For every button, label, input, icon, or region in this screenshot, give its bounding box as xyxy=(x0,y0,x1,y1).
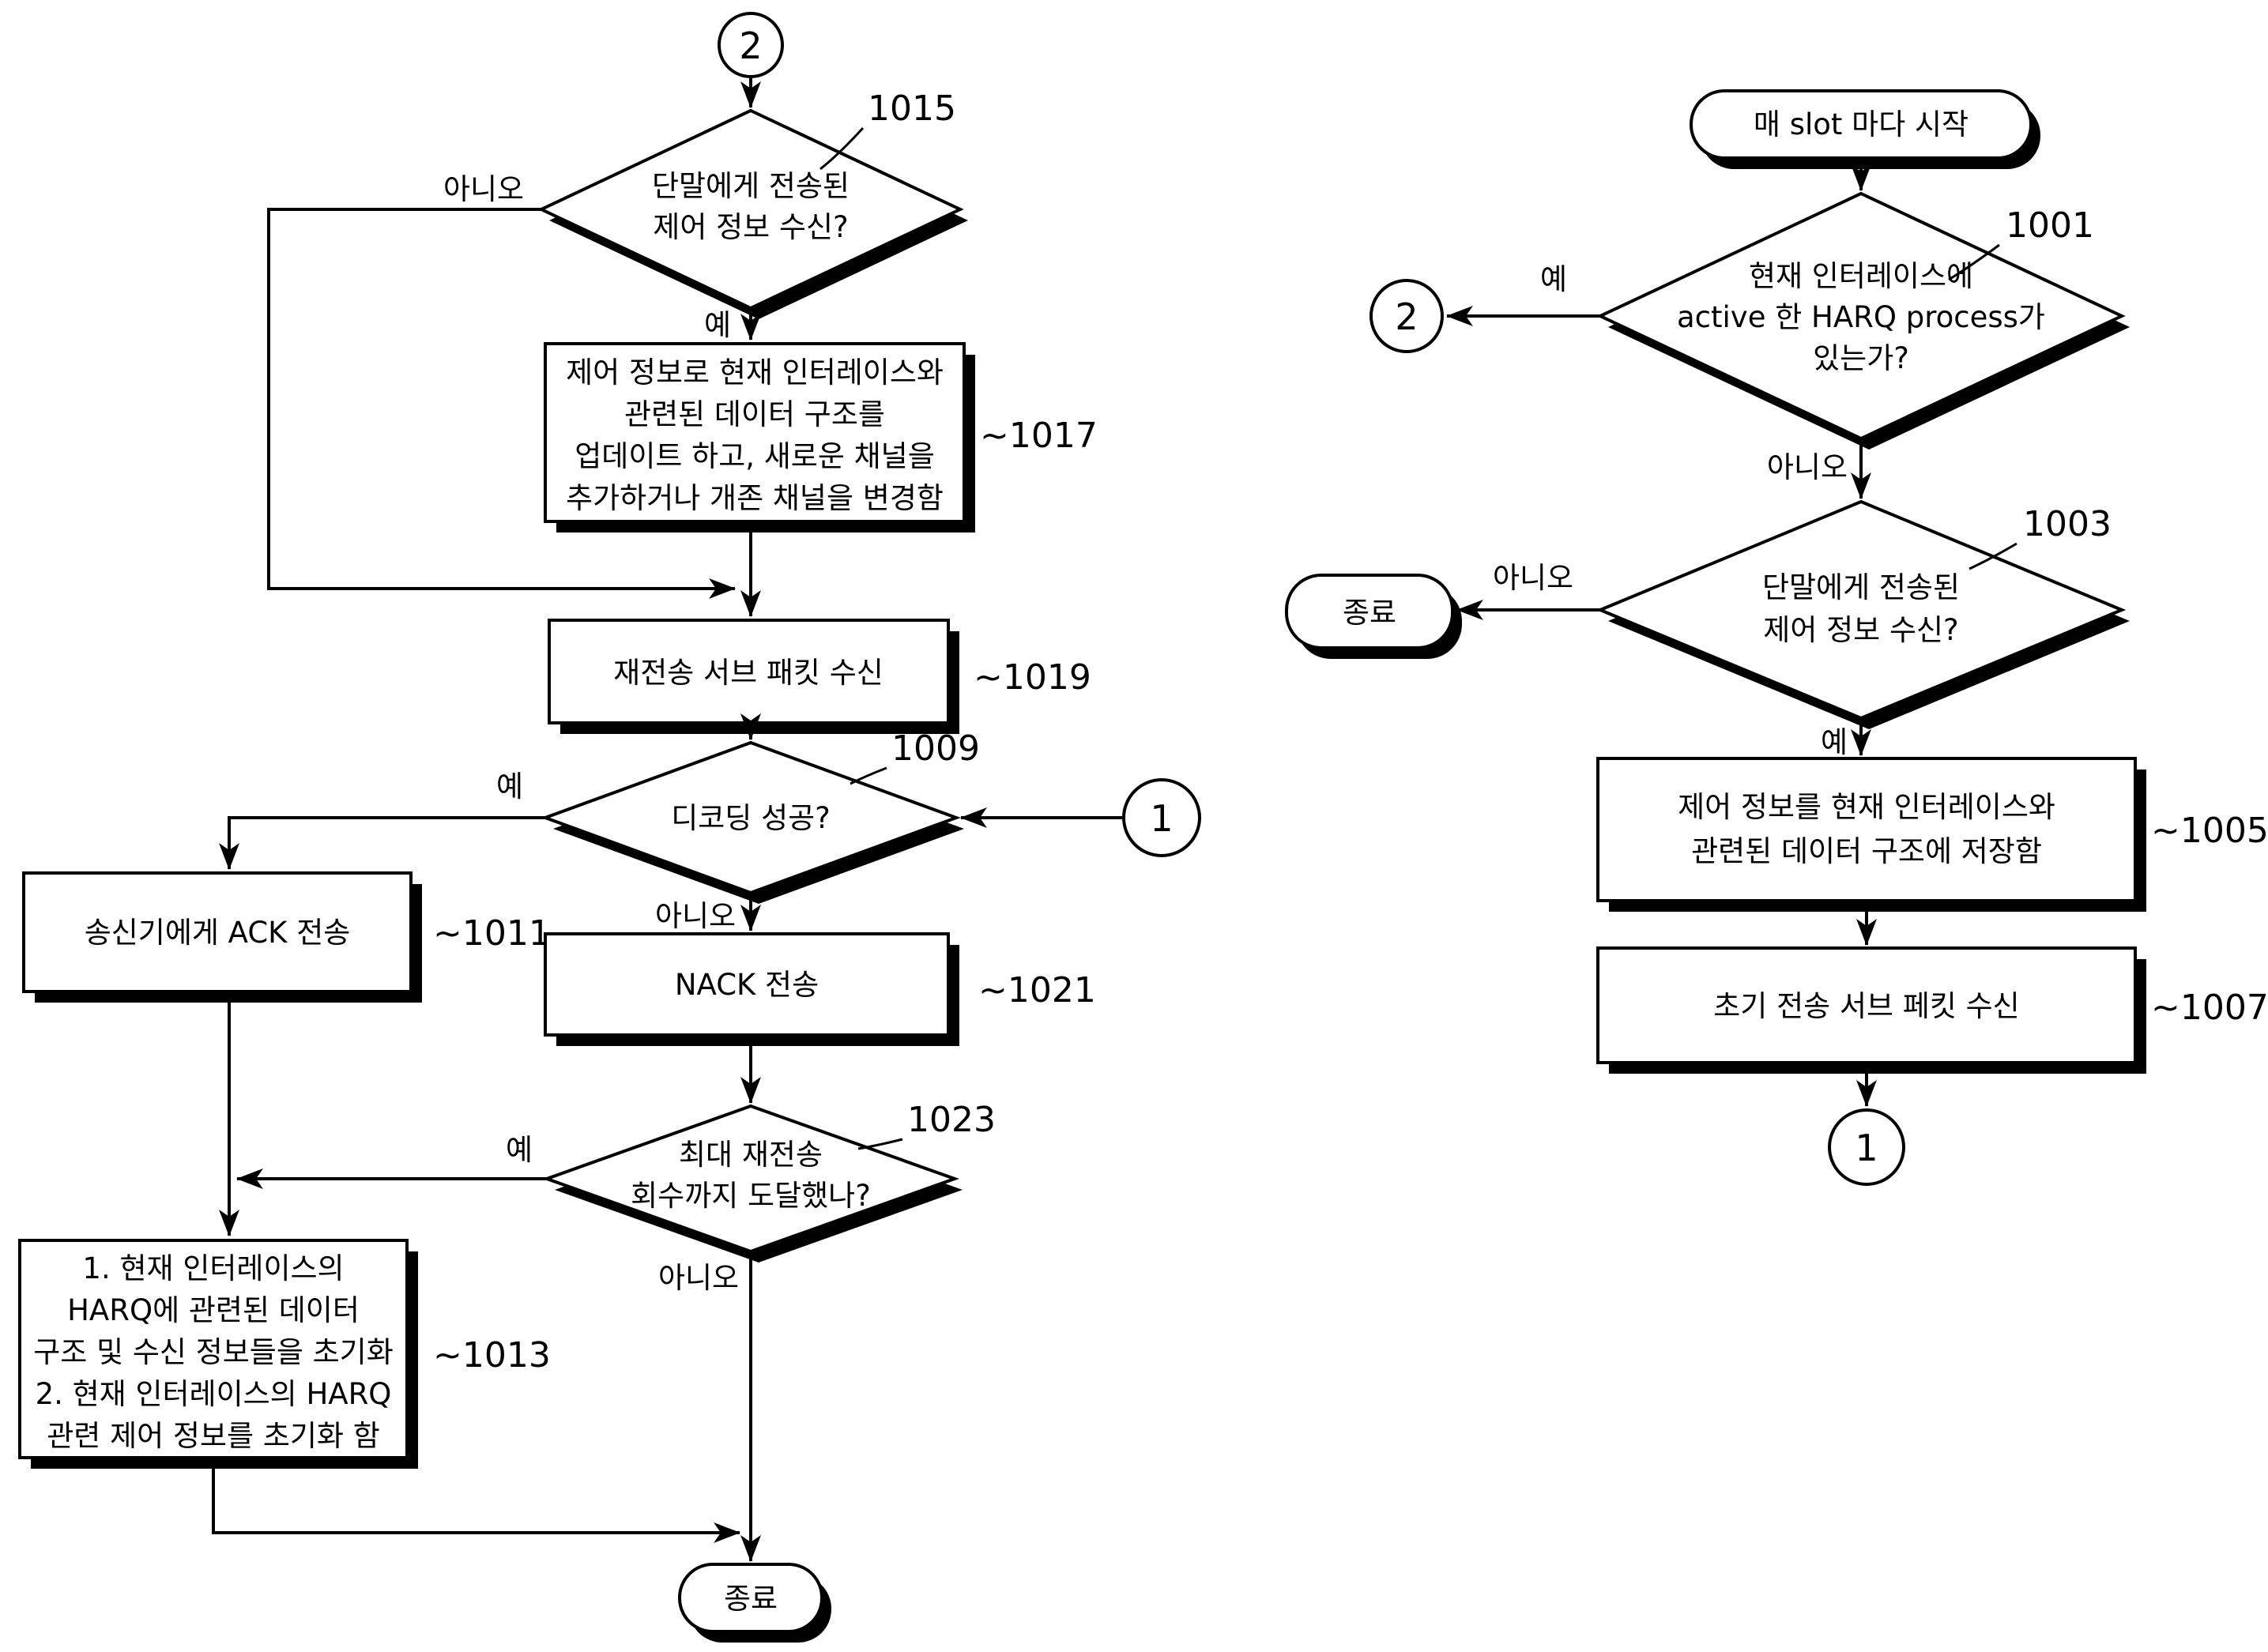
process-text-line: 관련된 데이터 구조를 xyxy=(624,397,885,431)
decision-1009: 디코딩 성공? 1009 xyxy=(541,728,980,904)
decision-text-line: 단말에게 전송된 xyxy=(652,169,850,203)
terminal-pill xyxy=(1285,574,1454,649)
process-1013: 1. 현재 인터레이스의 HARQ에 관련된 데이터 구조 및 수신 정보들을 … xyxy=(18,1239,551,1469)
decision-text-line: 회수까지 도달했나? xyxy=(631,1179,871,1213)
terminal-end-left: 종료 xyxy=(678,1563,831,1643)
process-box xyxy=(548,619,950,724)
edge-p1013-to-end xyxy=(212,1458,740,1543)
process-1011: 송신기에게 ACK 전송 ~1011 xyxy=(22,871,551,1003)
decision-diamond xyxy=(537,108,964,310)
branch-label-no: 아니오 xyxy=(1767,450,1848,484)
process-text-line: 추가하거나 개존 채널을 변경함 xyxy=(566,481,944,515)
edge-d1015-no-loop xyxy=(267,208,736,599)
process-box xyxy=(1596,946,2137,1064)
process-text-line: 송신기에게 ACK 전송 xyxy=(85,916,351,950)
branch-label-yes: 예 xyxy=(1540,262,1567,296)
connector-label: 2 xyxy=(739,24,762,67)
process-1021: NACK 전송 ~1021 xyxy=(544,932,1096,1046)
branch-label-no: 아니오 xyxy=(443,172,524,206)
process-box xyxy=(544,932,950,1037)
branch-label-yes: 예 xyxy=(506,1133,533,1167)
process-text-line: 관련된 데이터 구조에 저장함 xyxy=(1691,834,2042,868)
ref-leader xyxy=(850,766,887,785)
ref-number: 1023 xyxy=(907,1100,996,1140)
ref-number: ~1013 xyxy=(433,1335,551,1375)
decision-text-line: 제어 정보 수신? xyxy=(1763,613,1958,647)
process-box xyxy=(22,871,413,993)
branch-label-yes: 예 xyxy=(704,308,731,342)
process-1005: 제어 정보를 현재 인터레이스와 관련된 데이터 구조에 저장함 ~1005 xyxy=(1596,757,2268,912)
process-text-line: NACK 전송 xyxy=(675,968,819,1002)
decision-1001: 현재 인터레이스에 active 한 HARQ process가 있는가? 10… xyxy=(1596,191,2130,450)
branch-label-yes: 예 xyxy=(1821,725,1848,759)
process-text-line: 제어 정보를 현재 인터레이스와 xyxy=(1678,790,2055,824)
decision-text-line: 있는가? xyxy=(1813,341,1909,375)
process-text-line: 관련 제어 정보를 초기화 함 xyxy=(47,1419,379,1453)
process-text-line: 업데이트 하고, 새로운 채널을 xyxy=(575,439,935,473)
process-box xyxy=(1596,757,2137,902)
connector-label: 2 xyxy=(1395,295,1418,338)
ref-leader xyxy=(1968,542,2017,570)
right-flowchart: 매 slot 마다 시작 현재 인터레이스에 active 한 HARQ pro… xyxy=(1285,89,2268,1186)
connector-label: 1 xyxy=(1855,1127,1878,1169)
process-1019: 재전송 서브 패킷 수신 ~1019 xyxy=(548,619,1091,734)
ref-number: 1003 xyxy=(2023,504,2112,544)
edge-d1009-yes-to-p1011 xyxy=(219,816,545,870)
decision-text-line: 디코딩 성공? xyxy=(671,801,831,835)
decision-text-line: 제어 정보 수신? xyxy=(653,210,848,244)
decision-text-line: 현재 인터레이스에 xyxy=(1749,259,1973,293)
process-text-line: HARQ에 관련된 데이터 xyxy=(67,1293,360,1327)
ref-number: ~1007 xyxy=(2151,988,2268,1028)
terminal-label: 종료 xyxy=(724,1582,778,1616)
connector-circle xyxy=(1828,1108,1905,1186)
ref-leader xyxy=(857,1138,903,1150)
process-text-line: 2. 현재 인터레이스의 HARQ xyxy=(36,1377,392,1411)
process-box xyxy=(544,342,966,523)
connector-1-left: 1 xyxy=(1122,778,1201,857)
process-text-line: 재전송 서브 패킷 수신 xyxy=(613,656,883,690)
connector-label: 1 xyxy=(1150,797,1173,840)
ref-number: ~1019 xyxy=(974,657,1091,698)
branch-label-no: 아니오 xyxy=(655,899,736,933)
branch-label-yes: 예 xyxy=(496,770,523,803)
ref-number: ~1005 xyxy=(2151,811,2268,851)
ref-leader xyxy=(1948,243,2000,281)
decision-1015: 단말에게 전송된 제어 정보 수신? 1015 xyxy=(537,88,968,319)
process-text-line: 1. 현재 인터레이스의 xyxy=(82,1251,344,1285)
decision-text-line: 단말에게 전송된 xyxy=(1762,570,1960,604)
ref-number: 1015 xyxy=(868,88,956,129)
connector-circle xyxy=(1369,279,1444,353)
process-box xyxy=(18,1239,409,1459)
branch-label-no: 아니오 xyxy=(658,1261,739,1295)
ref-number: ~1011 xyxy=(433,913,551,954)
left-flowchart: 2 단말에게 전송된 제어 정보 수신? 1015 아니오 예 제어 정보로 현… xyxy=(18,12,1201,1643)
process-text-line: 초기 전송 서브 페킷 수신 xyxy=(1713,989,2019,1023)
connector-2-top: 2 xyxy=(718,12,784,78)
ref-number: ~1021 xyxy=(978,970,1096,1010)
terminal-label: 매 slot 마다 시작 xyxy=(1754,107,1968,141)
ref-number: ~1017 xyxy=(980,416,1098,456)
connector-2-right: 2 xyxy=(1369,279,1444,353)
branch-label-no: 아니오 xyxy=(1493,561,1573,595)
process-1007: 초기 전송 서브 페킷 수신 ~1007 xyxy=(1596,946,2268,1074)
decision-text-line: 최대 재전송 xyxy=(679,1138,823,1172)
terminal-end-right: 종료 xyxy=(1285,574,1462,659)
decision-1003: 단말에게 전송된 제어 정보 수신? 1003 xyxy=(1596,499,2130,729)
terminal-pill xyxy=(678,1563,823,1633)
process-text-line: 제어 정보로 현재 인터레이스와 xyxy=(566,356,944,389)
process-text-line: 구조 및 수신 정보들을 초기화 xyxy=(33,1335,394,1369)
connector-1-right: 1 xyxy=(1828,1108,1905,1186)
ref-number: 1009 xyxy=(891,728,980,769)
terminal-start: 매 slot 마다 시작 xyxy=(1690,89,2040,169)
decision-1023: 최대 재전송 회수까지 도달했나? 1023 xyxy=(542,1100,996,1263)
terminal-label: 종료 xyxy=(1343,596,1396,630)
process-1017: 제어 정보로 현재 인터레이스와 관련된 데이터 구조를 업데이트 하고, 새로… xyxy=(544,342,1098,532)
ref-number: 1001 xyxy=(2006,205,2094,246)
ref-leader xyxy=(819,126,865,171)
decision-text-line: active 한 HARQ process가 xyxy=(1677,300,2045,334)
